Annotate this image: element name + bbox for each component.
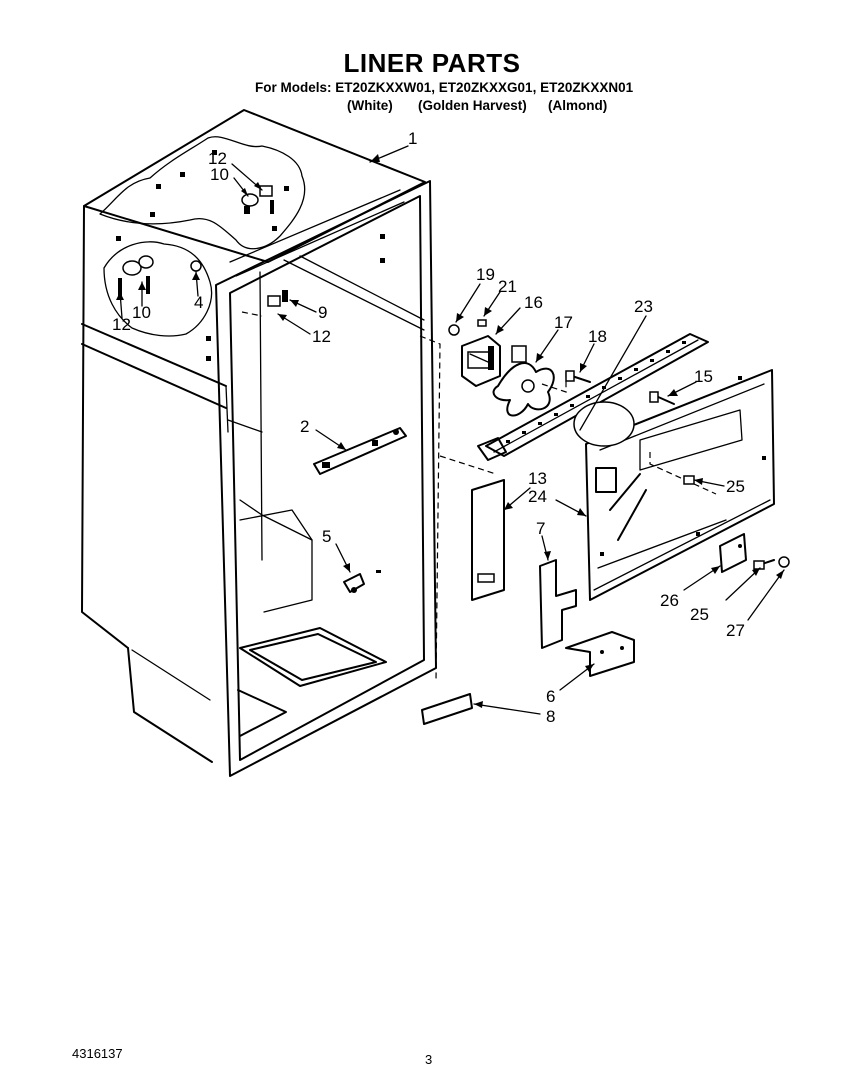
callout-27: 27 (726, 621, 745, 640)
color-golden-harvest: (Golden Harvest) (418, 98, 527, 113)
part-5-clip (343, 570, 381, 593)
callout-23: 23 (634, 297, 653, 316)
models-line: For Models: ET20ZKXXW01, ET20ZKXXG01, ET… (255, 80, 634, 95)
callout-12-inner: 12 (312, 327, 331, 346)
callout-9: 9 (318, 303, 327, 322)
callout-numbers: 1 12 10 4 12 10 9 12 2 5 19 21 16 17 18 … (112, 129, 745, 726)
callout-8: 8 (546, 707, 555, 726)
callout-25-bottom: 25 (690, 605, 709, 624)
callout-15: 15 (694, 367, 713, 386)
callout-2: 2 (300, 417, 309, 436)
part-18-screw (565, 370, 591, 383)
callout-10-left: 10 (132, 303, 151, 322)
part-13-cover (471, 479, 505, 601)
liner-cabinet (81, 109, 437, 777)
callout-10-top: 10 (210, 165, 229, 184)
callout-26: 26 (660, 591, 679, 610)
callout-24: 24 (528, 487, 547, 506)
callout-25-right: 25 (726, 477, 745, 496)
leader-lines (116, 145, 785, 715)
callout-1: 1 (408, 129, 417, 148)
fan-motor-assembly (448, 319, 555, 417)
callout-4: 4 (194, 293, 203, 312)
part-2-bracket (313, 427, 407, 475)
part-7-bracket (539, 559, 577, 649)
callout-5: 5 (322, 527, 331, 546)
callout-12-top: 12 (208, 149, 227, 168)
page-number: 3 (425, 1052, 433, 1067)
air-duct-panel (477, 333, 775, 601)
callout-13: 13 (528, 469, 547, 488)
document-number: 4316137 (72, 1046, 123, 1061)
callout-12-left: 12 (112, 315, 131, 334)
top-hinge-parts (118, 185, 288, 307)
callout-16: 16 (524, 293, 543, 312)
part-8-strip (421, 693, 473, 725)
part-26-bracket (719, 533, 790, 573)
page-title: LINER PARTS (343, 48, 521, 78)
callout-18: 18 (588, 327, 607, 346)
callout-6: 6 (546, 687, 555, 706)
liner-cutouts (99, 136, 385, 361)
color-white: (White) (347, 98, 393, 113)
callout-21: 21 (498, 277, 517, 296)
callout-7: 7 (536, 519, 545, 538)
part-6-bracket (565, 631, 635, 677)
part-15-screw (649, 391, 675, 405)
callout-19: 19 (476, 265, 495, 284)
callout-17: 17 (554, 313, 573, 332)
color-almond: (Almond) (548, 98, 608, 113)
